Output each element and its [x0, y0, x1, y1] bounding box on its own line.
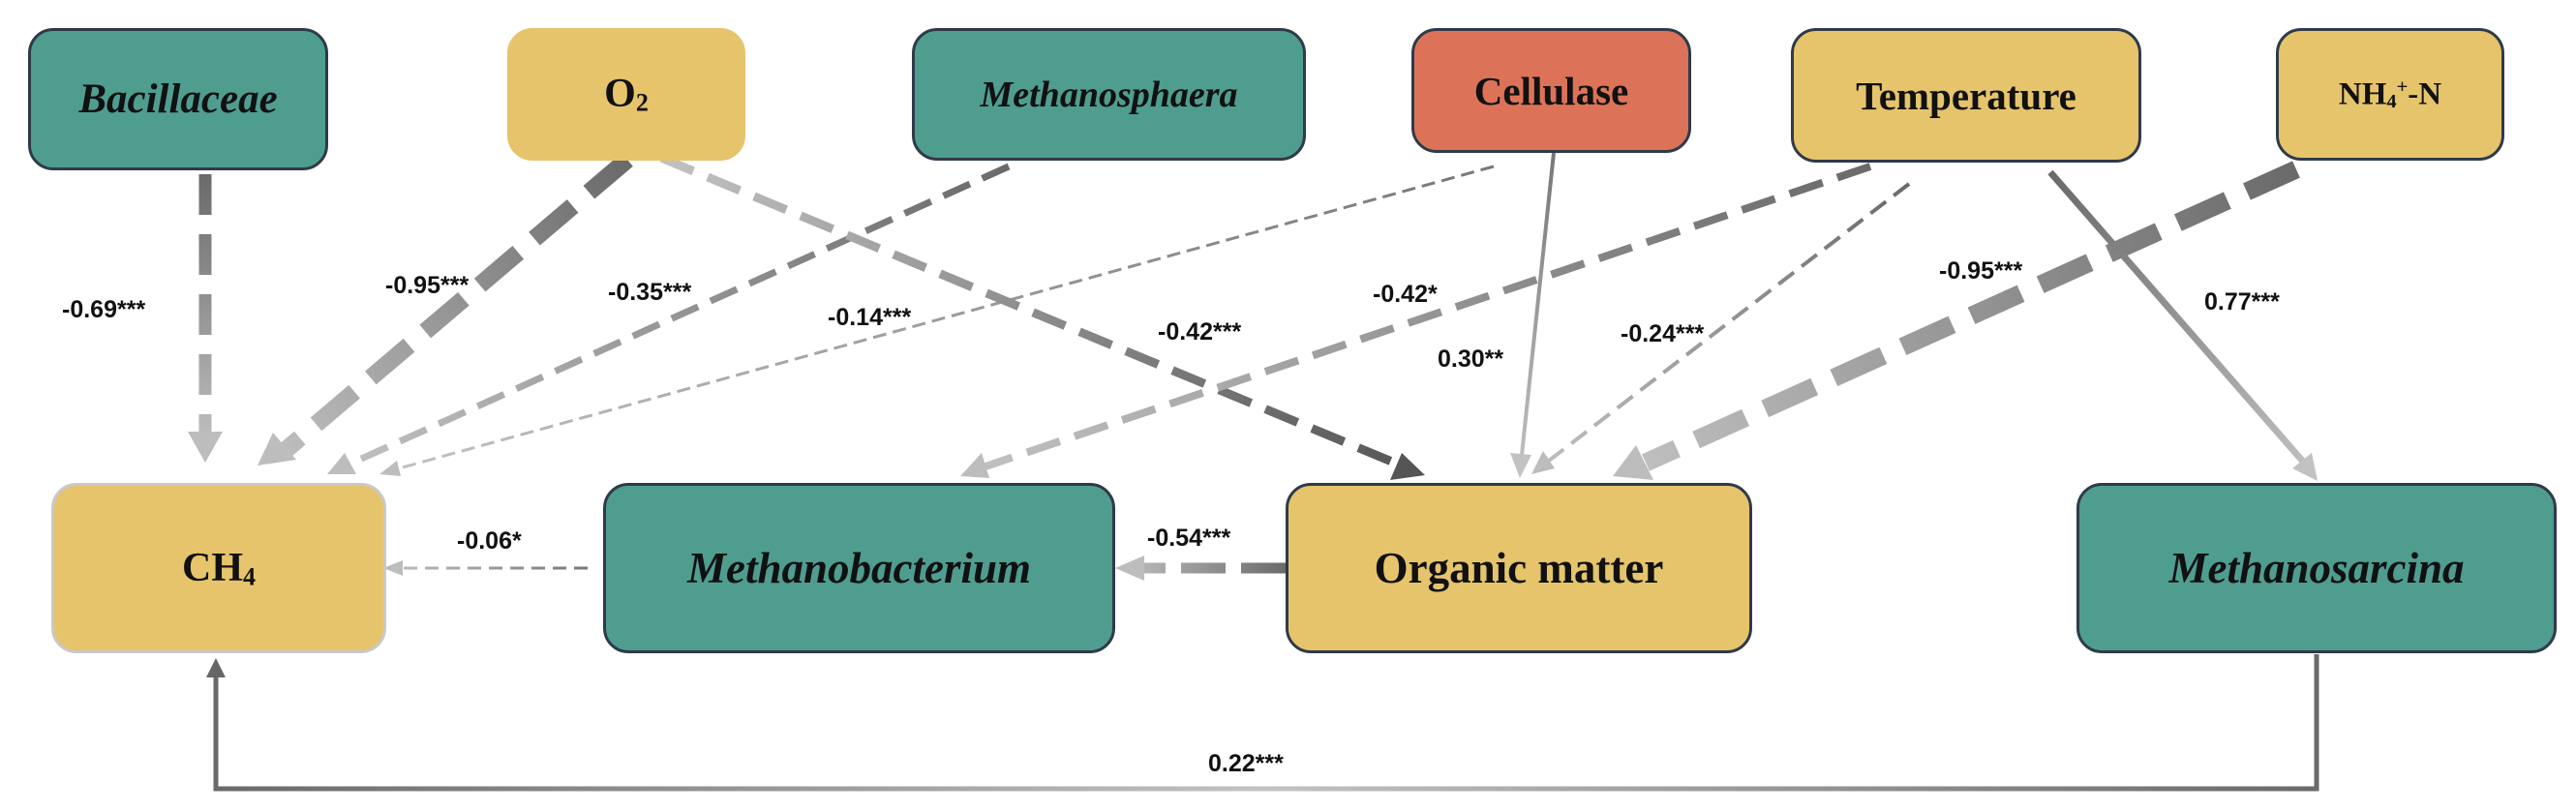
node-organic-matter: Organic matter [1286, 483, 1752, 653]
edge-label-temperature-organic-matter: -0.24*** [1621, 320, 1705, 347]
node-temperature: Temperature [1791, 28, 2141, 163]
edge-organic-matter-methanobacterium [1115, 556, 1286, 581]
node-methanosarcina: Methanosarcina [2076, 483, 2557, 653]
edge-cellulase-organic-matter [1510, 152, 1556, 478]
edge-label-temperature-methanobacterium: -0.42* [1373, 281, 1438, 308]
node-ch4: CH4 [51, 483, 386, 653]
edge-methanosarcina-ch4 [206, 654, 2319, 792]
edge-label-o2-organic-matter: -0.42*** [1158, 318, 1242, 345]
edge-temperature-methanobacterium [960, 163, 1872, 478]
edge-cellulase-ch4 [379, 165, 1495, 476]
edge-label-o2-ch4: -0.95*** [385, 272, 470, 299]
edge-o2-organic-matter [659, 153, 1425, 480]
edge-temperature-methanosarcina [2047, 169, 2318, 481]
edge-label-cellulase-organic-matter: 0.30** [1438, 345, 1504, 373]
edge-label-cellulase-ch4: -0.14*** [828, 304, 912, 331]
node-o2: O2 [507, 28, 745, 161]
edge-label-organic-matter-methanobacterium: -0.54*** [1147, 525, 1231, 552]
edge-label-methanosarcina-ch4: 0.22*** [1208, 750, 1284, 777]
edge-methanobacterium-ch4 [383, 560, 588, 576]
node-methanosphaera: Methanosphaera [912, 28, 1306, 161]
edge-nh4-organic-matter [1613, 161, 2300, 480]
node-methanobacterium: Methanobacterium [603, 483, 1115, 653]
edge-o2-ch4 [258, 153, 633, 466]
edge-label-methanosphaera-ch4: -0.35*** [608, 279, 692, 306]
edge-bacillaceae-ch4 [188, 174, 223, 463]
edge-label-bacillaceae-ch4: -0.69*** [62, 296, 146, 323]
edge-label-nh4-organic-matter: -0.95*** [1939, 257, 2023, 285]
node-bacillaceae: Bacillaceae [28, 28, 328, 170]
edge-label-methanobacterium-ch4: -0.06* [457, 527, 522, 555]
edge-label-temperature-methanosarcina: 0.77*** [2204, 288, 2280, 315]
node-cellulase: Cellulase [1411, 28, 1691, 153]
edge-temperature-organic-matter [1531, 182, 1911, 474]
node-nh4-n: NH4+-N [2276, 28, 2504, 161]
edge-methanosphaera-ch4 [327, 163, 1011, 474]
